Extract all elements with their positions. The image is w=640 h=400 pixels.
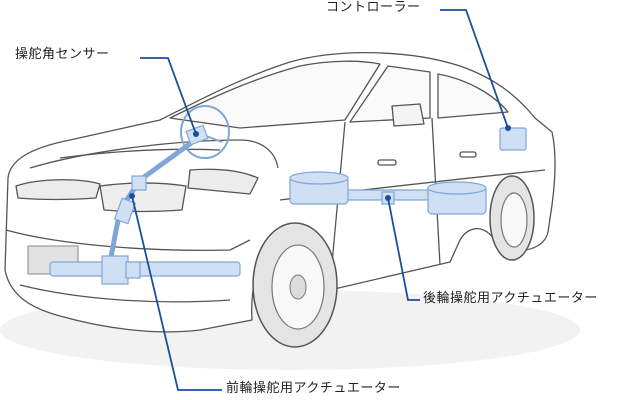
hood-crease — [59, 148, 221, 159]
front-actuator-unit — [101, 255, 129, 285]
leader-sensor — [140, 57, 197, 135]
steering-sensor-label: 操舵角センサー — [15, 47, 110, 62]
actuator-motor — [125, 261, 141, 279]
controller-unit — [499, 127, 527, 151]
headlight-left — [15, 179, 101, 201]
leader-rear — [387, 197, 420, 301]
leader-controller — [440, 9, 509, 129]
headlight-right — [187, 168, 259, 195]
front-wheel — [252, 222, 338, 348]
rear-actuator-label: 後輪操舵用アクチュエーター — [423, 291, 598, 306]
column-joint-upper — [131, 175, 147, 191]
door-handle-front — [377, 159, 397, 166]
leader-lines — [129, 9, 511, 391]
controller-label: コントローラー — [326, 0, 421, 15]
leader-front — [131, 195, 222, 391]
bumper-lower — [19, 284, 231, 303]
front-actuator-label: 前輪操舵用アクチュエーター — [226, 381, 401, 396]
front-steering-rack — [49, 261, 241, 277]
hood-line — [29, 139, 279, 169]
rear-wheel — [489, 175, 535, 261]
rear-steering-system — [289, 171, 487, 215]
side-window-rear — [437, 73, 509, 119]
side-mirror — [391, 103, 425, 127]
windshield — [169, 60, 381, 129]
door-handle-rear — [459, 151, 477, 158]
column-joint-lower — [113, 197, 137, 225]
front-bumper — [5, 229, 251, 251]
